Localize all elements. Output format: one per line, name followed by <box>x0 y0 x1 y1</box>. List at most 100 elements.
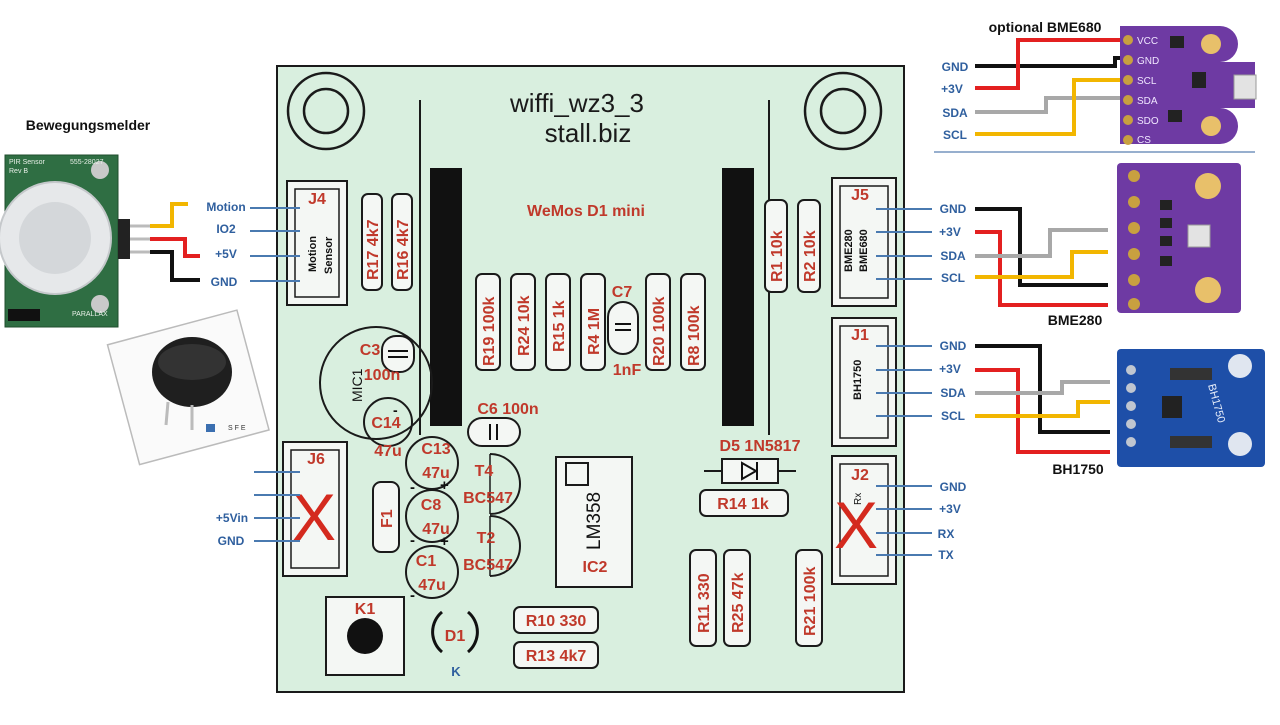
svg-text:CS: CS <box>1137 135 1151 146</box>
resistor-r8: R8 100k <box>680 273 706 371</box>
polarity-marks: + + - - - - <box>393 402 449 604</box>
j4-pin-motion: Motion <box>206 200 245 214</box>
svg-text:47u: 47u <box>422 521 450 538</box>
j2-pin-rx: RX <box>938 527 955 541</box>
j2-pin-gnd: GND <box>940 480 967 494</box>
svg-text:T4: T4 <box>475 463 494 480</box>
svg-text:+3V: +3V <box>941 82 963 96</box>
fuse-f1: F1 <box>372 481 400 553</box>
connector-j6: J6 X <box>282 441 348 577</box>
bme680-board: VCC GND SCL SDA SDO CS <box>1120 26 1257 146</box>
mounting-hole-right <box>803 71 883 151</box>
j5-pin-3v: +3V <box>939 225 961 239</box>
j4-label-sensor: Sensor <box>323 236 335 274</box>
svg-text:R4 1M: R4 1M <box>586 308 603 355</box>
connector-j4: J4 Motion Sensor <box>286 180 348 306</box>
capacitor-c8: C8 47u <box>405 489 459 543</box>
j6-pin-5vin: +5Vin <box>216 511 248 525</box>
bme680-pin-labels: GND +3V SDA SCL <box>941 60 969 142</box>
capacitor-c14: C14 47u <box>363 397 413 460</box>
j5-pin-scl: SCL <box>941 271 965 285</box>
svg-text:R8 100k: R8 100k <box>686 305 703 366</box>
resistor-r1: R1 10k <box>764 199 788 293</box>
j6-ref: J6 <box>307 451 325 468</box>
transistor-t4: T4 BC547 <box>463 453 521 515</box>
wemos-header-right <box>722 168 754 426</box>
svg-text:R20 100k: R20 100k <box>651 297 668 366</box>
pir-wires <box>150 202 200 282</box>
connector-j1: J1 BH1750 <box>831 317 897 447</box>
resistor-r21: R21 100k <box>795 549 823 647</box>
j2-pin-lines: GND +3V RX TX <box>876 480 967 562</box>
svg-text:R1 10k: R1 10k <box>769 230 786 282</box>
svg-text:R13 4k7: R13 4k7 <box>526 648 587 665</box>
svg-text:-: - <box>410 532 415 549</box>
bh1750-pin-pads <box>1126 365 1136 447</box>
bme680-pin-pads <box>1123 35 1133 145</box>
j4-pin-lines: Motion IO2 +5V GND <box>206 200 300 289</box>
resistor-r17: R17 4k7 <box>361 193 383 291</box>
bme280-wires <box>975 207 1108 307</box>
svg-text:C8: C8 <box>421 497 442 514</box>
board-subtitle: stall.biz <box>545 118 632 148</box>
resistor-r16: R16 4k7 <box>391 193 413 291</box>
c14-value: 47u <box>374 443 402 460</box>
svg-text:R16 4k7: R16 4k7 <box>395 219 412 280</box>
j1-pin-lines: GND +3V SDA SCL <box>876 339 967 423</box>
svg-text:R19 100k: R19 100k <box>481 297 498 366</box>
svg-text:GND: GND <box>1137 56 1159 67</box>
svg-text:K1: K1 <box>355 601 376 618</box>
resistor-r10: R10 330 <box>513 606 599 634</box>
c3-value: 100n <box>364 367 400 384</box>
button-k1: K1 <box>325 596 405 676</box>
svg-text:C1: C1 <box>416 553 437 570</box>
connector-j2: J2 Rx X <box>831 455 897 585</box>
board-title: wiffi_wz3_3 <box>509 88 644 118</box>
resistor-r24: R24 10k <box>510 273 536 371</box>
bme280-heading: BME280 <box>1048 312 1103 328</box>
j6-pin-lines: +5Vin GND <box>216 471 300 548</box>
c7-value: 1nF <box>613 362 642 379</box>
c7-ref: C7 <box>612 284 633 301</box>
ic2-ref: IC2 <box>583 559 608 576</box>
c3-ref: C3 <box>360 342 381 359</box>
pir-heading: Bewegungsmelder <box>26 117 151 133</box>
svg-text:R21 100k: R21 100k <box>802 567 819 636</box>
resistor-r2: R2 10k <box>797 199 821 293</box>
ic-ic2: LM358 IC2 <box>555 456 633 588</box>
bh1750-heading: BH1750 <box>1052 461 1104 477</box>
svg-text:SCL: SCL <box>1137 76 1157 87</box>
capacitor-c13: C13 47u <box>405 436 459 490</box>
j2-cross-mark: X <box>834 488 878 562</box>
ic2-chip-label: LM358 <box>584 492 605 550</box>
resistor-r15: R15 1k <box>545 273 571 371</box>
svg-text:R10 330: R10 330 <box>526 613 587 630</box>
resistor-r14: R14 1k <box>699 489 789 517</box>
svg-text:+: + <box>440 477 449 494</box>
j1-label: BH1750 <box>852 360 864 400</box>
pir-part-number: 555-28027 <box>70 159 104 166</box>
capacitor-c7: C7 1nF <box>607 284 642 379</box>
j4-label-motion: Motion <box>307 236 319 272</box>
svg-text:SCL: SCL <box>943 128 967 142</box>
svg-text:R14 1k: R14 1k <box>717 496 769 513</box>
j4-pin-gnd: GND <box>211 275 238 289</box>
capacitor-c3: C3 100n <box>360 335 415 384</box>
svg-text:R17 4k7: R17 4k7 <box>365 219 382 280</box>
j6-pin-gnd: GND <box>218 534 245 548</box>
svg-text:47u: 47u <box>422 465 450 482</box>
d5-label: D5 1N5817 <box>720 438 801 455</box>
bme280-pin-pads <box>1128 170 1140 310</box>
wemos-label: WeMos D1 mini <box>527 203 645 220</box>
transistor-t2: T2 BC547 <box>463 515 521 577</box>
capacitor-c1: C1 47u <box>405 545 459 599</box>
microphone-module: S F E <box>106 309 270 466</box>
svg-text:F1: F1 <box>379 509 396 528</box>
j5-label-bme280: BME280 <box>843 229 855 272</box>
svg-text:SDA: SDA <box>942 106 968 120</box>
bh1750-wires <box>975 344 1110 454</box>
mounting-hole-left <box>286 71 366 151</box>
j5-pin-gnd: GND <box>940 202 967 216</box>
